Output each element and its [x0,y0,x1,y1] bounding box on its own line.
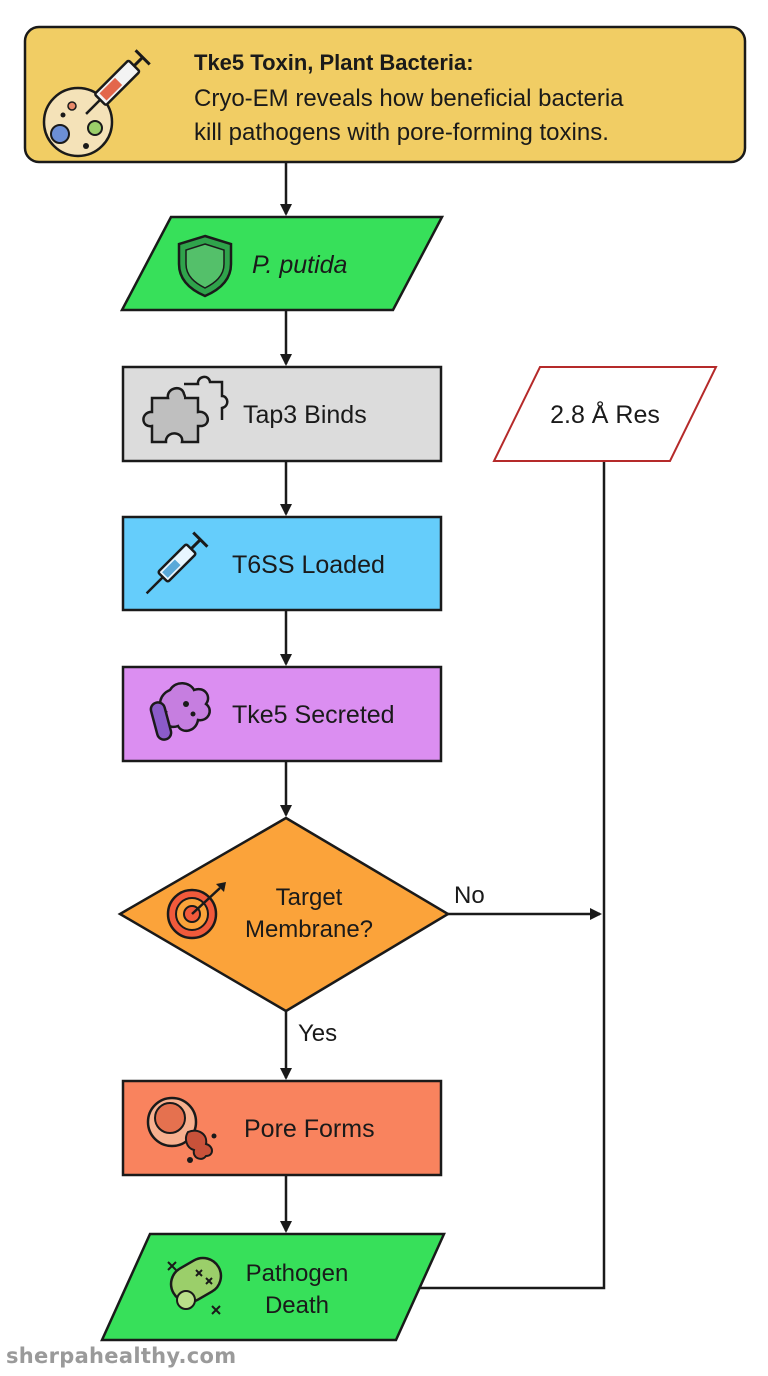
header-subtitle-line1: Cryo-EM reveals how beneficial bacteria [194,85,624,112]
node-pore: Pore Forms [121,1079,443,1177]
syringe-petri-icon [42,49,151,158]
node-putida: P. putida [119,215,445,312]
header-subtitle-line2: kill pathogens with pore-forming toxins. [194,119,609,146]
edge-resolution-to-death [420,461,606,1290]
ruptured-cell-icon [146,1096,217,1163]
header-title: Tke5 Toxin, Plant Bacteria: [194,50,474,75]
node-death-line1: Pathogen [246,1260,349,1287]
node-resolution-label: 2.8 Å Res [550,399,660,429]
puzzle-piece-icon [142,375,229,444]
node-decision-line2: Membrane? [245,916,373,943]
shield-icon [177,234,233,298]
edge-label-yes: Yes [298,1020,337,1047]
node-putida-label: P. putida [252,251,348,279]
node-tke5: Tke5 Secreted [121,665,443,763]
node-death-line2: Death [265,1292,329,1319]
syringe-icon [145,531,209,595]
node-pore-label: Pore Forms [244,1115,375,1143]
target-icon [166,882,226,940]
edges [280,162,606,1290]
node-tke5-label: Tke5 Secreted [232,701,395,729]
node-resolution: 2.8 Å Res [492,366,718,462]
node-decision-line1: Target [276,884,343,911]
node-tap3: Tap3 Binds [121,365,443,463]
node-tap3-label: Tap3 Binds [243,401,367,429]
node-death: Pathogen Death [100,1232,446,1342]
dead-bacterium-icon [167,1256,223,1315]
node-t6ss-label: T6SS Loaded [232,551,385,579]
node-t6ss: T6SS Loaded [121,515,443,612]
edge-label-no: No [454,882,485,909]
bacteria-cluster-icon [149,682,211,741]
node-decision: Target Membrane? [117,816,451,1013]
header-box: Tke5 Toxin, Plant Bacteria: Cryo-EM reve… [23,25,747,164]
watermark: sherpahealthy.com [6,1344,237,1368]
